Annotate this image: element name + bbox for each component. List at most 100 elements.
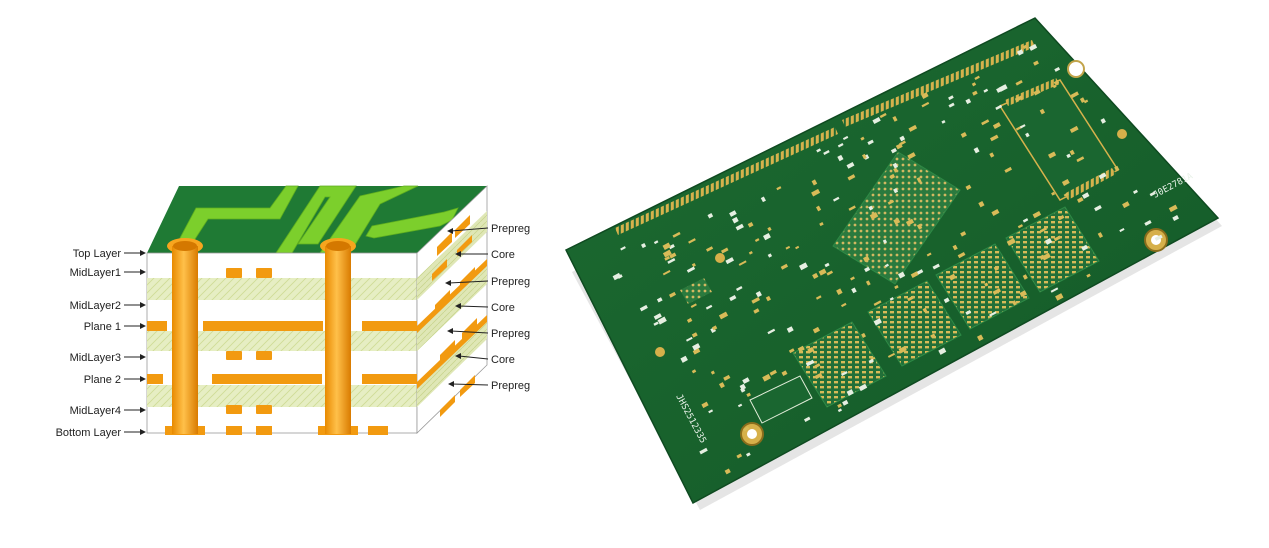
- smd-pad: [887, 199, 895, 205]
- smd-pad: [884, 263, 889, 268]
- smd-pad: [740, 387, 746, 393]
- smd-pad: [965, 98, 972, 105]
- smd-pad: [653, 321, 659, 326]
- smd-pad: [1070, 91, 1079, 99]
- via-right: [320, 238, 356, 434]
- smd-pad: [1077, 197, 1084, 203]
- smd-pad: [1016, 49, 1024, 56]
- smd-pad: [1004, 166, 1012, 173]
- smd-pad: [864, 266, 871, 273]
- smd-pad: [892, 115, 898, 122]
- smd-pad: [1006, 238, 1016, 246]
- layer-label-text: Bottom Layer: [56, 427, 122, 439]
- smd-pad: [718, 311, 729, 320]
- smd-pad: [879, 112, 887, 119]
- smd-pad: [1051, 191, 1056, 196]
- smd-pad: [686, 266, 696, 273]
- arrow-head: [140, 354, 146, 360]
- smd-pad: [837, 408, 843, 413]
- smd-pad: [739, 383, 747, 391]
- smd-pad: [858, 383, 868, 392]
- smd-pad: [960, 131, 967, 138]
- left-layer-label: Bottom Layer: [56, 427, 146, 439]
- smd-pad: [691, 332, 698, 338]
- right-layer-label: Core: [455, 249, 515, 261]
- smd-pad: [653, 240, 659, 245]
- smd-pad: [662, 242, 671, 251]
- smd-pad: [1057, 215, 1065, 221]
- smd-pad: [721, 247, 729, 254]
- smd-pad: [672, 231, 681, 238]
- layer-label-text: Plane 1: [84, 321, 121, 333]
- arrow-head: [140, 323, 146, 329]
- edge-connector-right: [842, 40, 1035, 127]
- smd-pad: [780, 263, 789, 270]
- smd-pad: [1032, 211, 1042, 219]
- smd-pad: [889, 173, 896, 180]
- smd-pad: [1133, 189, 1138, 194]
- smd-pad: [723, 374, 731, 381]
- smd-pad: [712, 325, 718, 331]
- smd-pad: [701, 401, 709, 409]
- smd-pad: [653, 313, 662, 320]
- smd-pad: [1022, 274, 1028, 280]
- smd-pad: [818, 268, 827, 276]
- smd-pad: [724, 468, 731, 475]
- smd-pad: [1069, 149, 1075, 156]
- smd-pad: [755, 290, 762, 298]
- smd-pad: [1019, 124, 1026, 129]
- smd-pad: [799, 262, 808, 271]
- smd-pad: [1063, 192, 1069, 197]
- right-layer-label: Prepreg: [447, 223, 530, 235]
- smd-pad: [895, 143, 903, 150]
- smd-pad: [1055, 293, 1064, 301]
- smd-pad: [848, 205, 856, 211]
- smd-pad: [1076, 156, 1085, 163]
- smd-pad: [978, 200, 985, 208]
- left-layer-label: Plane 2: [84, 374, 146, 386]
- smd-pad: [1053, 80, 1060, 85]
- smd-pad: [762, 373, 771, 382]
- memory-footprints: [792, 206, 1100, 408]
- smd-pad: [995, 104, 1003, 111]
- arrow-head: [140, 376, 146, 382]
- smd-pad: [776, 186, 782, 191]
- smd-pad: [899, 135, 906, 142]
- smd-pad: [641, 243, 647, 249]
- smd-pad: [729, 210, 737, 217]
- smd-pad: [718, 382, 725, 389]
- smd-pad: [753, 308, 760, 314]
- smd-pad: [1094, 204, 1102, 212]
- smd-pad: [898, 345, 907, 354]
- smd-pad: [916, 177, 922, 183]
- arrow-head: [140, 250, 146, 256]
- smd-pads: [612, 43, 1179, 475]
- smd-pad: [1122, 201, 1130, 209]
- smd-pad: [990, 134, 999, 142]
- smd-pad: [965, 184, 972, 191]
- smd-pad: [1081, 244, 1089, 251]
- smd-pad: [781, 370, 788, 377]
- smd-pad: [657, 316, 667, 325]
- smd-pad: [897, 271, 906, 279]
- smd-pad: [707, 213, 714, 219]
- smd-pad: [948, 273, 957, 281]
- smd-pad: [617, 274, 623, 279]
- arrow-head: [140, 302, 146, 308]
- smd-pad: [851, 287, 857, 294]
- smd-pad: [869, 211, 879, 220]
- smd-pad: [960, 231, 967, 237]
- label-arrow: [458, 305, 489, 308]
- smd-pad: [926, 252, 932, 257]
- smd-pad: [1083, 99, 1089, 104]
- via-left: [167, 238, 203, 434]
- smd-pad: [767, 328, 776, 335]
- smd-pad: [1050, 287, 1059, 293]
- smd-pad: [690, 303, 697, 308]
- smd-pad: [1149, 191, 1156, 197]
- smd-pad: [795, 245, 800, 250]
- smd-pad: [708, 409, 714, 414]
- smd-pad: [612, 272, 622, 281]
